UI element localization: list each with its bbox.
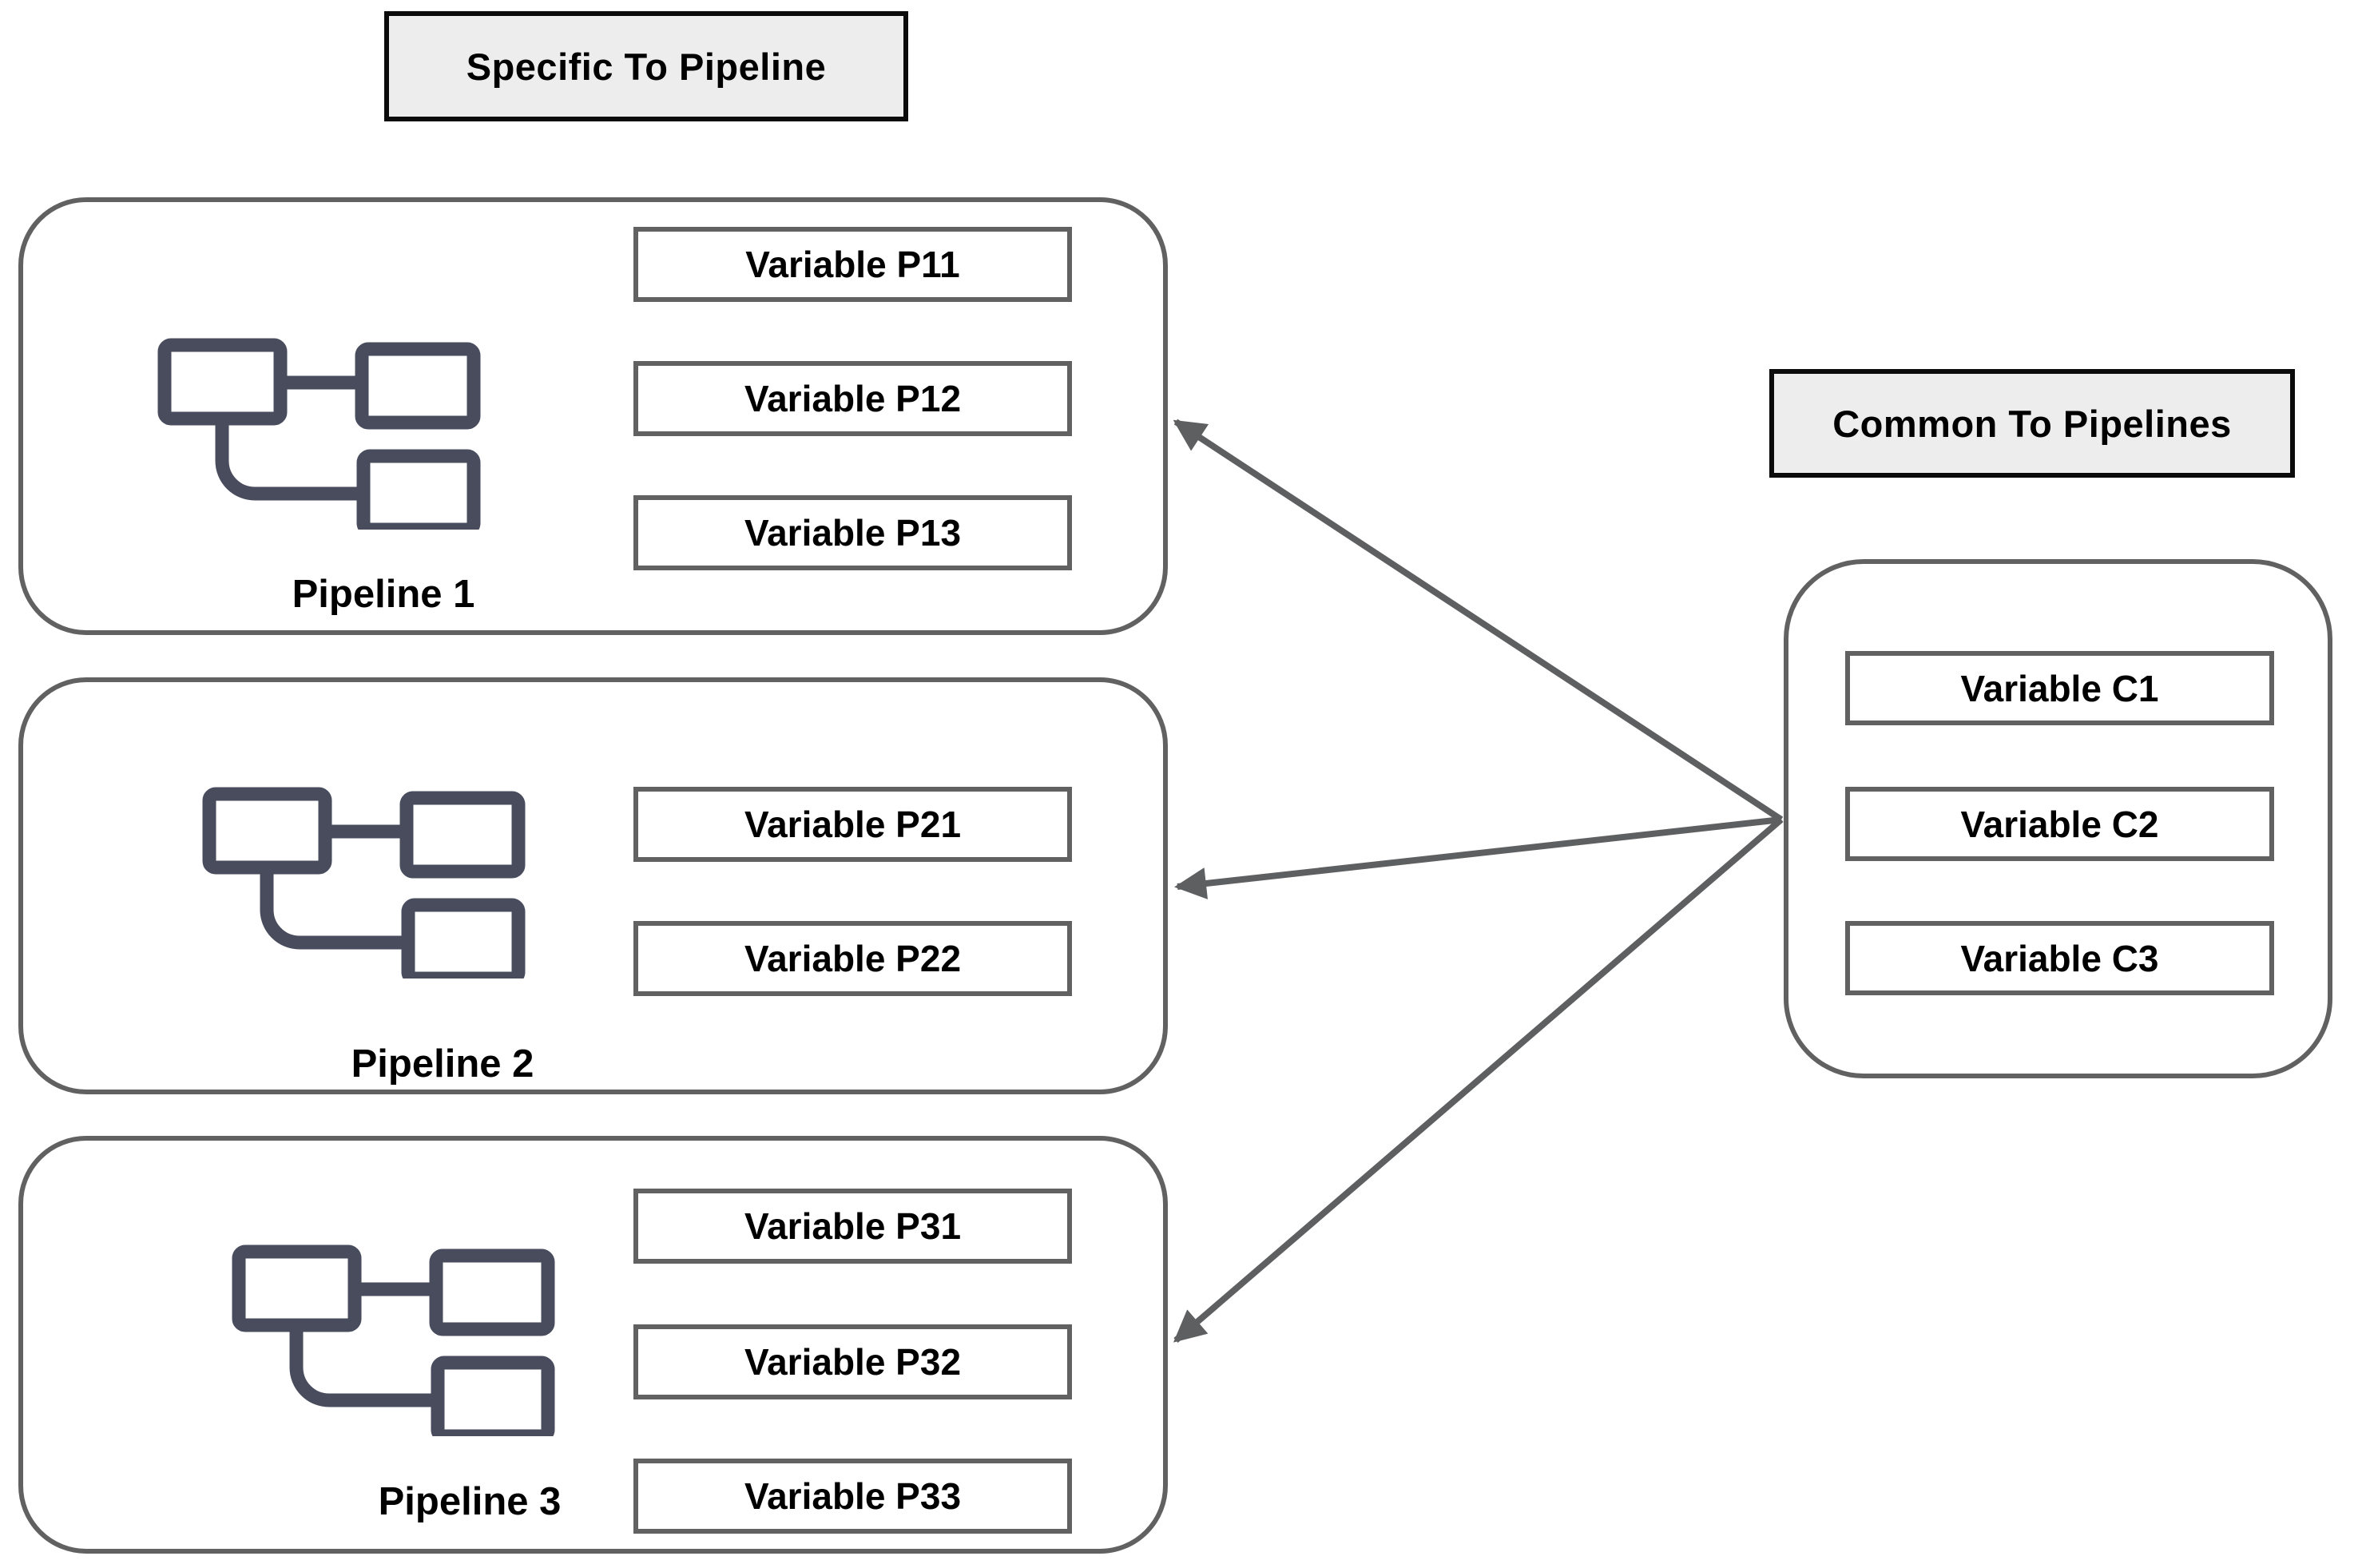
pipeline-2-container [18,677,1168,1094]
variable-box-p13: Variable P13 [633,495,1072,570]
pipeline-1-label: Pipeline 1 [292,573,475,616]
pipeline-3-label: Pipeline 3 [378,1480,562,1523]
arrow-common-to-pipeline-1 [1173,419,1784,823]
pipeline-2-label: Pipeline 2 [351,1042,534,1086]
variable-box-p12: Variable P12 [633,361,1072,436]
common-title-box: Common To Pipelines [1769,369,2295,478]
arrow-common-to-pipeline-3 [1173,816,1784,1344]
variable-box-p33: Variable P33 [633,1459,1072,1534]
variable-box-p32: Variable P32 [633,1324,1072,1399]
variable-box-p22: Variable P22 [633,921,1072,996]
arrow-common-to-pipeline-2 [1174,816,1782,899]
variable-box-p31: Variable P31 [633,1189,1072,1264]
variable-box-c1: Variable C1 [1845,651,2274,725]
pipeline-flow-icon [157,338,481,530]
specific-title-box: Specific To Pipeline [384,11,908,121]
pipeline-flow-icon [232,1244,555,1436]
variable-box-c2: Variable C2 [1845,787,2274,861]
variable-box-p11: Variable P11 [633,227,1072,302]
variable-box-p21: Variable P21 [633,787,1072,862]
variable-box-c3: Variable C3 [1845,921,2274,995]
pipeline-flow-icon [202,787,526,979]
